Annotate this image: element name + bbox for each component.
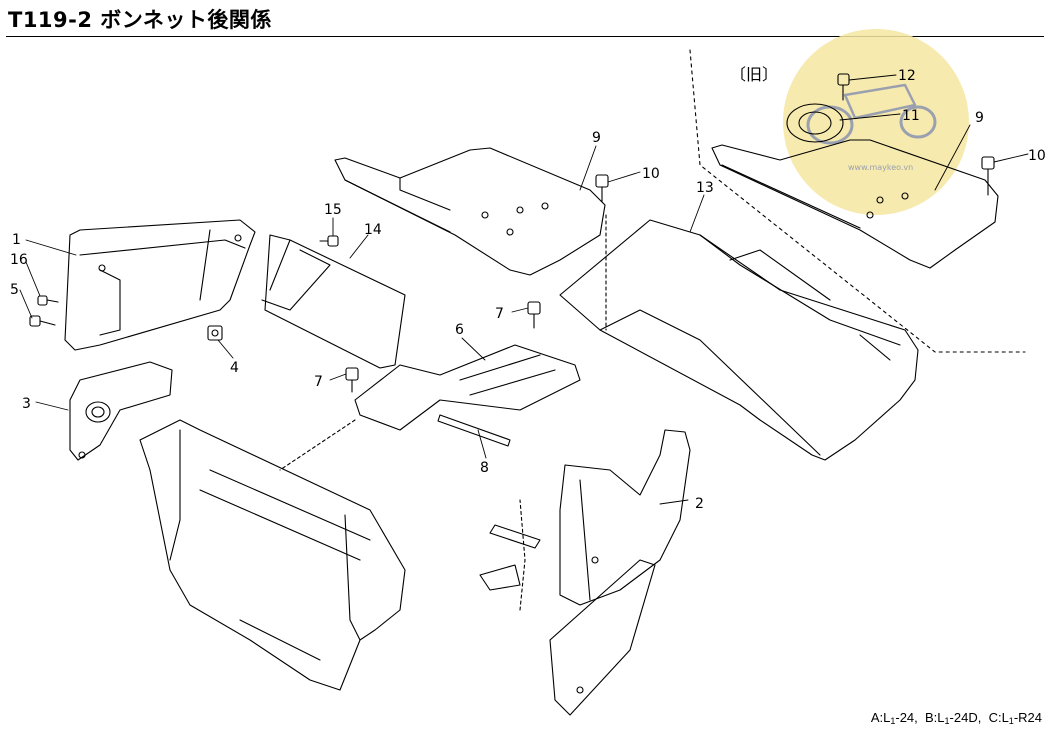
title-rule — [6, 36, 1044, 37]
legend-a-sub: 1 — [890, 716, 896, 726]
leader-lines — [19, 74, 1029, 505]
inset-part-12-bolt — [837, 73, 850, 101]
part-7-bolt-lower — [345, 367, 359, 393]
callout-8: 8 — [480, 460, 489, 476]
part-5-bolt — [29, 315, 56, 327]
callout-1: 1 — [12, 232, 21, 248]
legend-b-prefix: B:L — [925, 710, 945, 725]
legend-b-sub: 1 — [944, 716, 950, 726]
inset-old-label: 〔旧〕 — [730, 65, 778, 84]
part-4-nut — [207, 325, 223, 341]
callout-4: 4 — [230, 360, 239, 376]
callout-6: 6 — [455, 322, 464, 338]
guide-line-a — [279, 419, 356, 471]
callout-7b: 7 — [314, 374, 323, 390]
callout-10a: 10 — [642, 166, 660, 182]
part-7-bolt-upper — [527, 301, 541, 329]
legend-b-suffix: -24D, — [949, 710, 982, 725]
part-16-bolt — [37, 295, 59, 306]
watermark-text: www.maykeo.vn — [848, 163, 913, 172]
callout-9b: 9 — [975, 110, 984, 126]
legend-c-sub: 1 — [1008, 716, 1014, 726]
callout-15: 15 — [324, 202, 342, 218]
callout-7a: 7 — [495, 306, 504, 322]
lower-bracket — [479, 524, 541, 591]
callout-3: 3 — [22, 396, 31, 412]
part-3-bracket — [69, 361, 173, 461]
inset-part-11-ring — [786, 103, 844, 143]
model-legend: A:L1-24, B:L1-24D, C:L1-R24 — [871, 710, 1042, 726]
part-15-bolt — [319, 235, 339, 247]
part-1-bracket — [64, 219, 256, 351]
part-13-hood — [559, 219, 919, 461]
frame-structure — [139, 419, 406, 691]
callout-5: 5 — [10, 282, 19, 298]
page-title: T119-2 ボンネット後関係 — [8, 8, 272, 32]
callout-2: 2 — [695, 496, 704, 512]
legend-a-prefix: A:L — [870, 710, 891, 725]
part-8-rod — [437, 414, 511, 447]
callout-14: 14 — [364, 222, 382, 238]
watermark-logo — [783, 29, 969, 215]
part-2-side-panel — [549, 429, 691, 716]
legend-c-suffix: -R24 — [1013, 710, 1042, 725]
part-9-cover — [334, 147, 606, 276]
callout-16: 16 — [10, 252, 28, 268]
legend-c-prefix: C:L — [988, 710, 1009, 725]
inset-dashed-frame — [689, 49, 1026, 353]
part-14-panel — [261, 234, 406, 369]
part-6-bracket — [354, 344, 581, 431]
callout-12: 12 — [898, 68, 916, 84]
callout-11: 11 — [902, 108, 920, 124]
guide-line-c — [519, 499, 526, 611]
legend-a-suffix: -24, — [895, 710, 918, 725]
inset-part-9-old-cover — [711, 139, 999, 269]
callout-9a: 9 — [592, 130, 601, 146]
inset-part-10-bolt — [981, 156, 995, 196]
part-10-bolt — [595, 174, 609, 203]
callout-10b: 10 — [1028, 148, 1046, 164]
callout-13: 13 — [696, 180, 714, 196]
